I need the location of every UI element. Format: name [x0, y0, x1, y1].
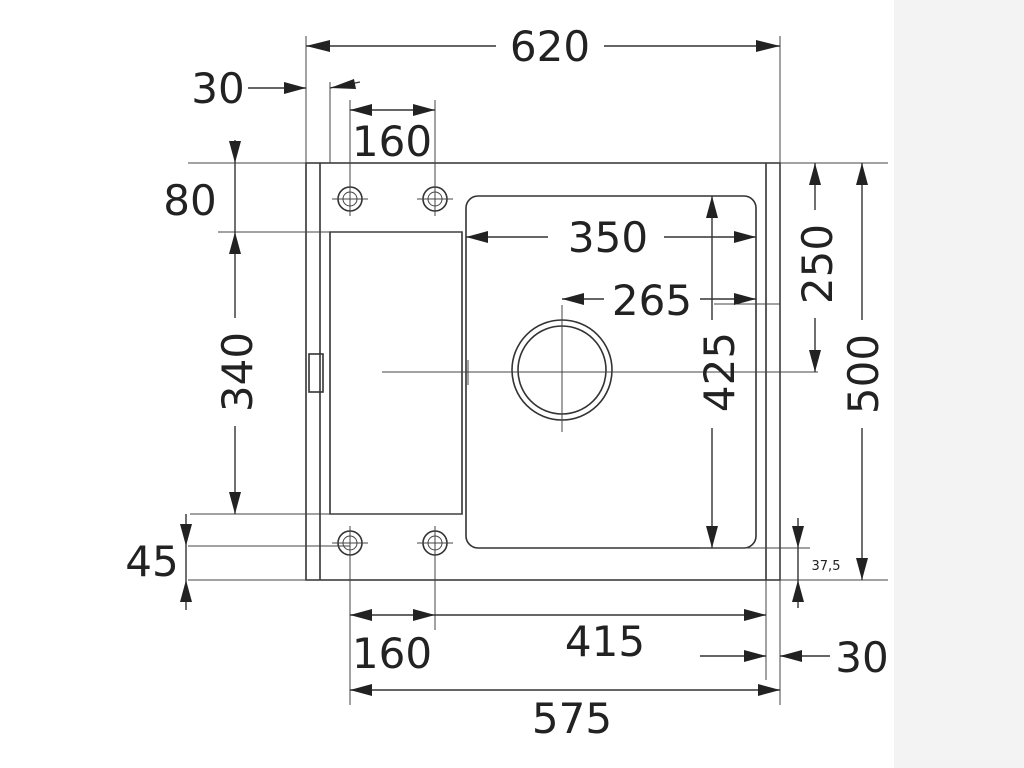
label-total-depth: 500	[839, 334, 888, 414]
label-drain-offset-x: 265	[612, 276, 692, 325]
label-bottom-span: 415	[565, 617, 645, 666]
label-drainer-height: 340	[213, 332, 262, 412]
label-bottom-total: 575	[532, 694, 612, 743]
label-bowl-depth: 425	[695, 332, 744, 412]
label-top-hole-spacing: 160	[352, 117, 432, 166]
label-bowl-width: 350	[568, 213, 648, 262]
drainer-area	[329, 231, 463, 515]
tap-hole-top-left	[332, 182, 368, 216]
label-bowl-bottom-gap: 37,5	[812, 559, 841, 574]
label-bottom-margin: 45	[125, 537, 178, 586]
label-bottom-hole-spacing: 160	[352, 629, 432, 678]
right-background-band	[894, 0, 1024, 768]
label-drain-offset-y: 250	[793, 224, 842, 304]
dimension-labels: 620 30 160 80 340 45 160 415 30 575 350 …	[125, 22, 888, 743]
label-top-width: 620	[510, 22, 590, 71]
dimension-lines	[180, 40, 868, 696]
label-top-hole-offset: 80	[163, 176, 216, 225]
tap-hole-top-right	[417, 182, 453, 216]
tap-hole-bottom-right	[417, 526, 453, 560]
label-left-offset: 30	[191, 64, 244, 113]
overflow-slot	[308, 353, 324, 393]
label-right-offset: 30	[835, 633, 888, 682]
extension-lines	[188, 36, 888, 705]
tap-hole-bottom-left	[332, 526, 368, 560]
